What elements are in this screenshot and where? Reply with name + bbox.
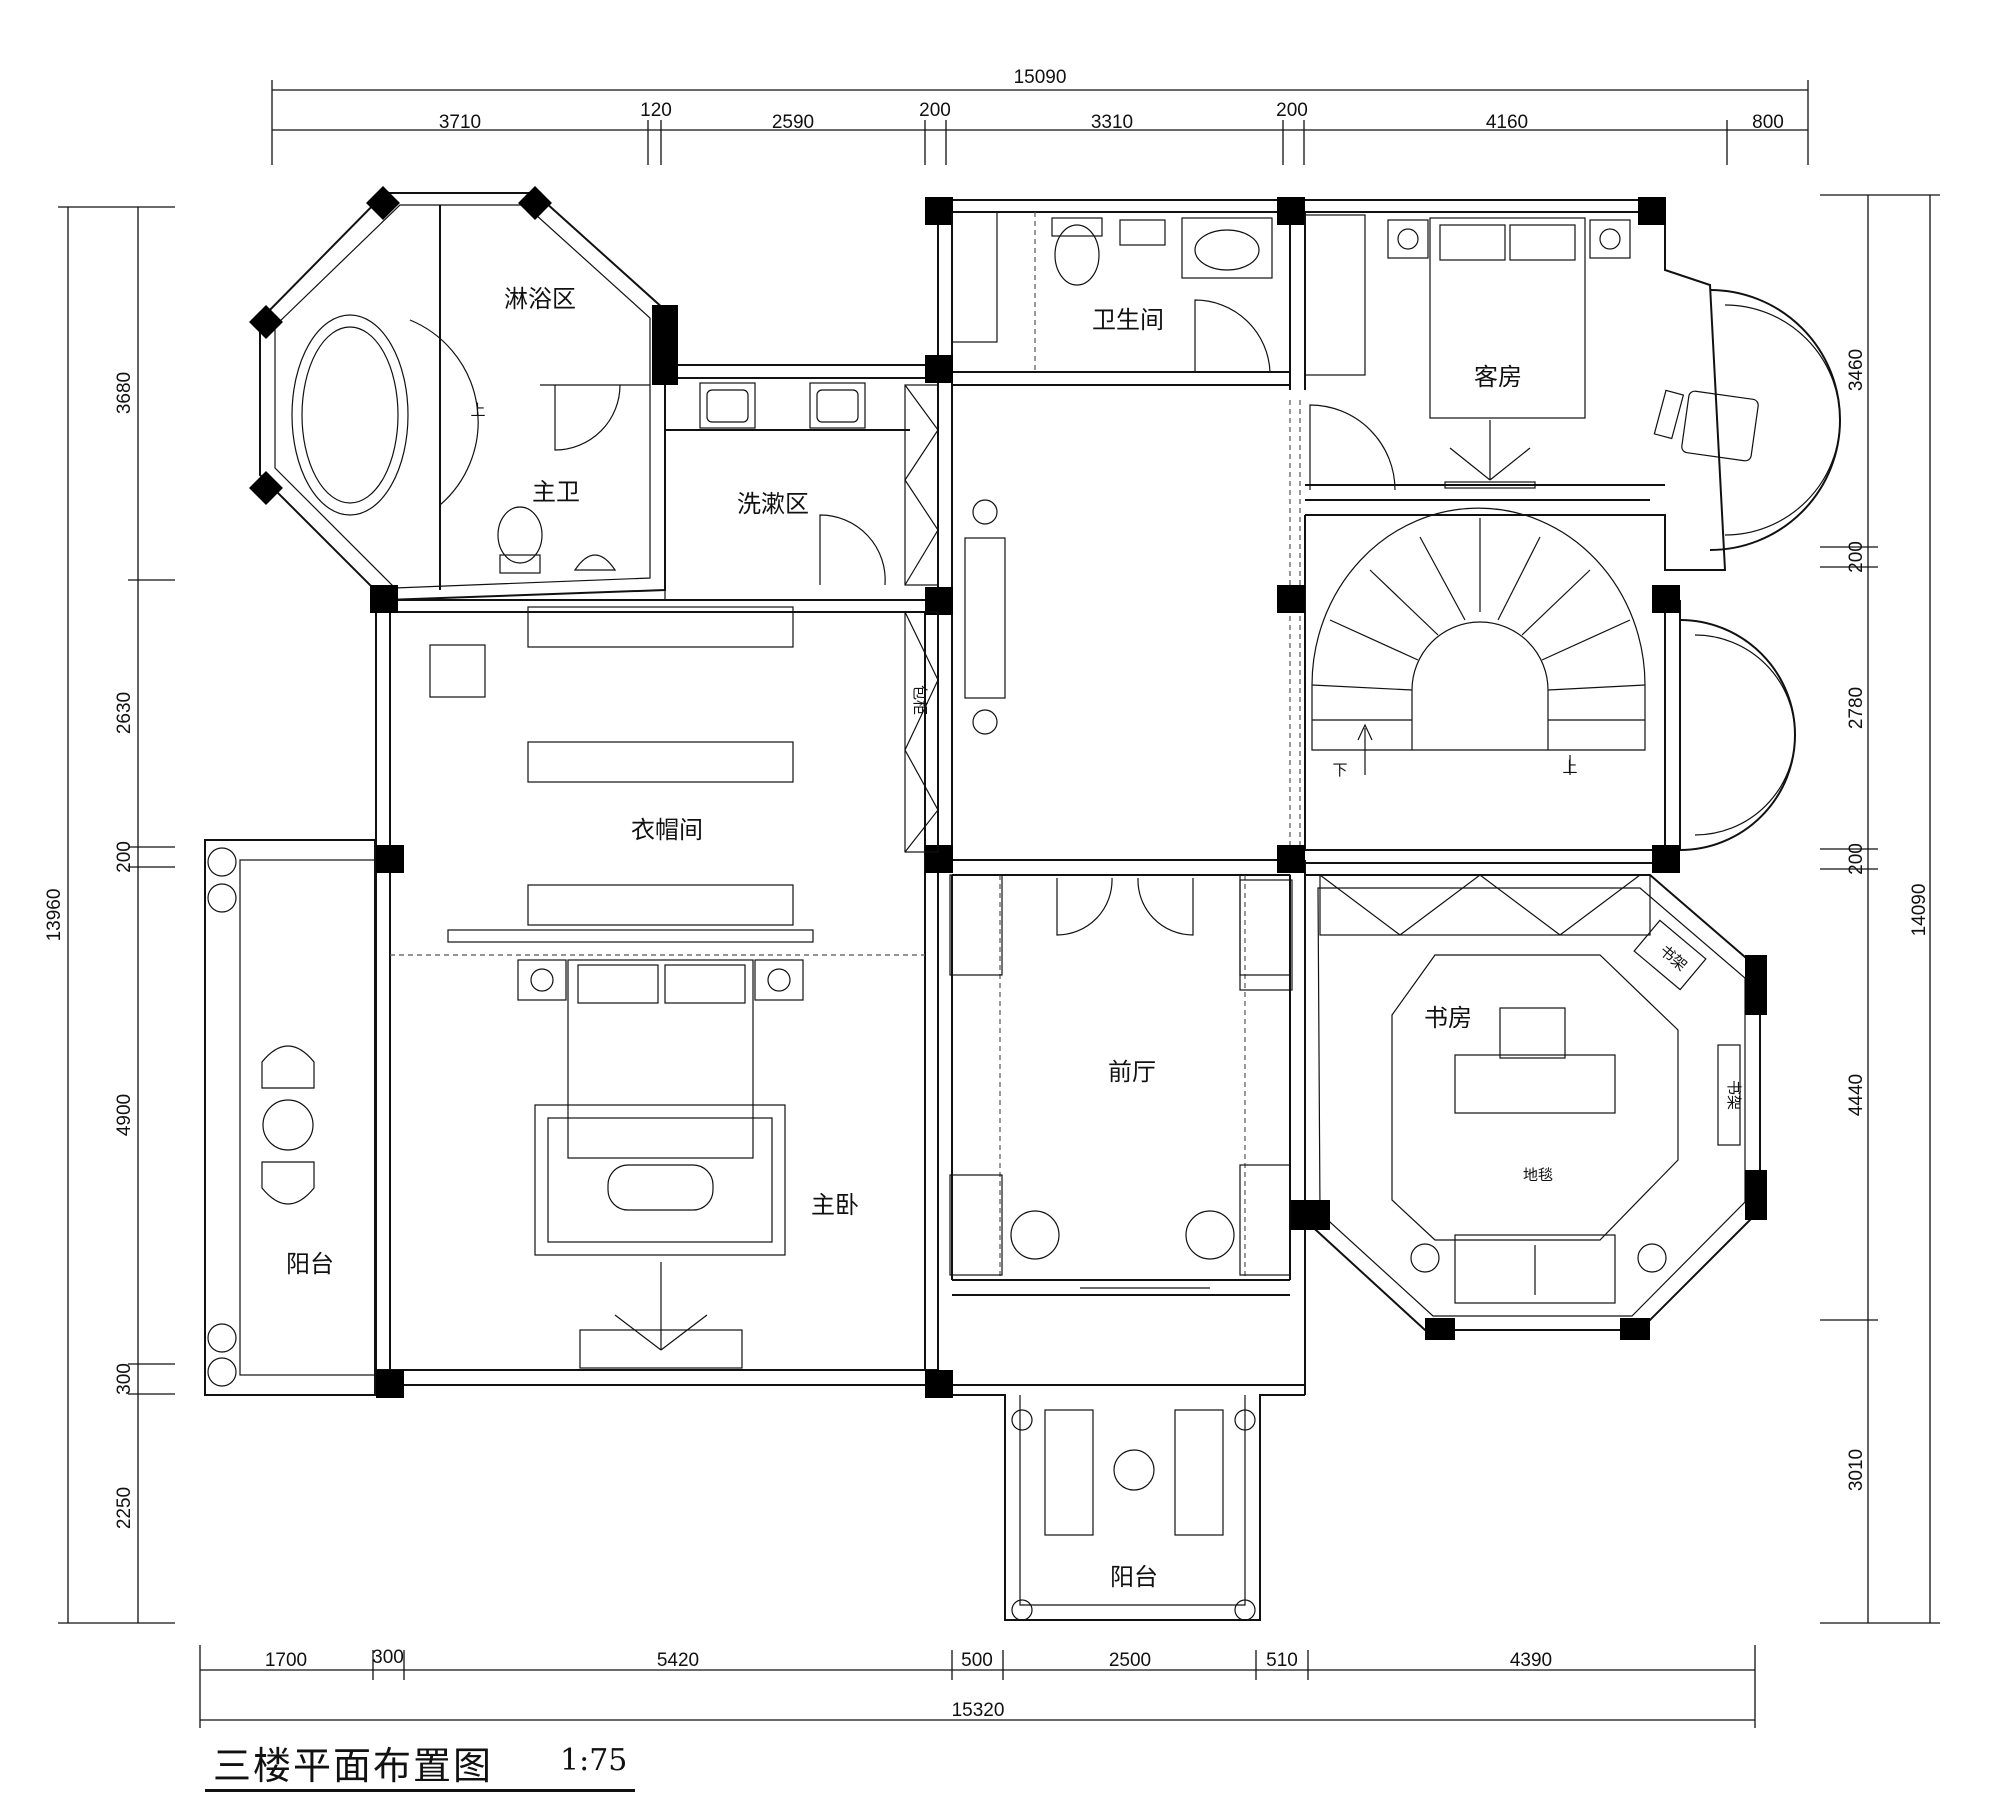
label-bookshelf-1: 书架: [1656, 942, 1691, 975]
title-underline: [205, 1789, 635, 1792]
dim-top-8: 800: [1752, 112, 1784, 133]
label-master-bath: 主卫: [532, 478, 580, 506]
dim-top-7: 4160: [1486, 112, 1528, 133]
label-bookshelf-2: 书架: [1725, 1080, 1743, 1110]
label-master-bedroom: 主卧: [811, 1191, 859, 1219]
dim-top-6: 200: [1276, 100, 1308, 121]
drawing-title: 三楼平面布置图: [213, 1744, 494, 1788]
clothes-rack-3: [527, 884, 794, 926]
lounger-1: [1044, 1409, 1094, 1536]
label-study: 书房: [1424, 1004, 1472, 1032]
fixtures: [207, 211, 1759, 1621]
guest-armchair: [1681, 390, 1759, 462]
dim-bottom-3: 5420: [657, 1650, 699, 1671]
dimension-left: 13960 3680 2630 200 4900 300 2250: [44, 206, 175, 1624]
master-toilet: [497, 506, 543, 564]
sink-2: [809, 382, 866, 429]
label-foyer: 前厅: [1108, 1058, 1156, 1086]
bedroom-rug: [534, 1104, 786, 1256]
dim-bottom-5: 2500: [1109, 1650, 1151, 1671]
dim-right-5: 4440: [1846, 1074, 1867, 1116]
guest-wardrobe: [1304, 214, 1366, 376]
west-balcony-outline: [204, 839, 376, 1396]
label-washing: 洗漱区: [737, 490, 809, 518]
dimension-bottom: 1700 300 5420 500 2500 510 4390 15320: [199, 1645, 1756, 1728]
dim-top-5: 3310: [1091, 112, 1133, 133]
dim-right-3: 2780: [1846, 687, 1867, 729]
dim-bottom-7: 4390: [1510, 1650, 1552, 1671]
dim-top-3: 2590: [772, 112, 814, 133]
dim-right-total: 14090: [1909, 884, 1930, 937]
label-shower: 淋浴区: [504, 285, 576, 313]
master-bath-octagon: [259, 192, 666, 602]
dim-left-5: 300: [114, 1363, 135, 1395]
master-bed: [567, 959, 754, 1159]
toilet-bowl: [1054, 224, 1100, 286]
guest-bed: [1429, 217, 1586, 419]
dim-bottom-1: 1700: [265, 1650, 307, 1671]
dim-right-6: 3010: [1846, 1449, 1867, 1491]
dim-bottom-2: 300: [372, 1647, 404, 1668]
label-toilet: 卫生间: [1092, 306, 1164, 334]
label-guest-room: 客房: [1474, 363, 1522, 391]
bedroom-block: [375, 599, 939, 1386]
label-stair-up: 上: [1562, 758, 1577, 776]
toilet-sink: [1181, 217, 1273, 279]
dim-top-total: 15090: [1014, 67, 1067, 88]
study-octagon: [1304, 874, 1761, 1331]
lounger-2: [1174, 1409, 1224, 1536]
dim-left-3: 200: [114, 841, 135, 873]
clothes-rack-1: [527, 606, 794, 648]
label-stair-down: 下: [1332, 761, 1347, 779]
clothes-rack-2: [527, 741, 794, 783]
label-cabinet: 包柜: [911, 685, 929, 715]
dim-right-1: 3460: [1846, 349, 1867, 391]
dim-right-2: 200: [1846, 541, 1867, 573]
dim-left-4: 4900: [114, 1094, 135, 1136]
dimension-right: 14090 3460 200 2780 200 4440 3010: [1820, 194, 1940, 1624]
label-up-bath: 上: [470, 401, 485, 419]
dim-top-4: 200: [919, 100, 951, 121]
spiral-stair: [1311, 507, 1646, 775]
structural-columns: [249, 186, 1767, 1398]
dim-left-1: 3680: [114, 372, 135, 414]
dim-left-total: 13960: [44, 889, 65, 942]
sink-1: [699, 382, 756, 429]
dim-bottom-total: 15320: [952, 1700, 1005, 1721]
tall-cabinet: [904, 384, 939, 586]
dim-bottom-4: 500: [961, 1650, 993, 1671]
label-south-balcony: 阳台: [1110, 1563, 1158, 1591]
dim-top-2: 120: [640, 100, 672, 121]
label-west-balcony: 阳台: [286, 1250, 334, 1278]
dim-top-1: 3710: [439, 112, 481, 133]
dim-bottom-6: 510: [1266, 1650, 1298, 1671]
dim-left-2: 2630: [114, 692, 135, 734]
bathtub: [301, 326, 399, 504]
drawing-scale: 1:75: [560, 1743, 628, 1778]
dim-left-6: 2250: [114, 1487, 135, 1529]
dim-right-4: 200: [1846, 843, 1867, 875]
study-desk: [1454, 1054, 1616, 1114]
label-carpet: 地毯: [1523, 1166, 1553, 1184]
label-cloakroom: 衣帽间: [631, 816, 703, 844]
dimension-top: 15090 3710 120 2590 200 3310 200 4160 80…: [271, 67, 1809, 165]
walls: [204, 192, 1841, 1621]
room-labels: 淋浴区 主卫 洗漱区 卫生间 客房 衣帽间 主卧 阳台 前厅 书房 阳台 上 下…: [286, 285, 1743, 1591]
study-sofa: [1454, 1234, 1616, 1304]
